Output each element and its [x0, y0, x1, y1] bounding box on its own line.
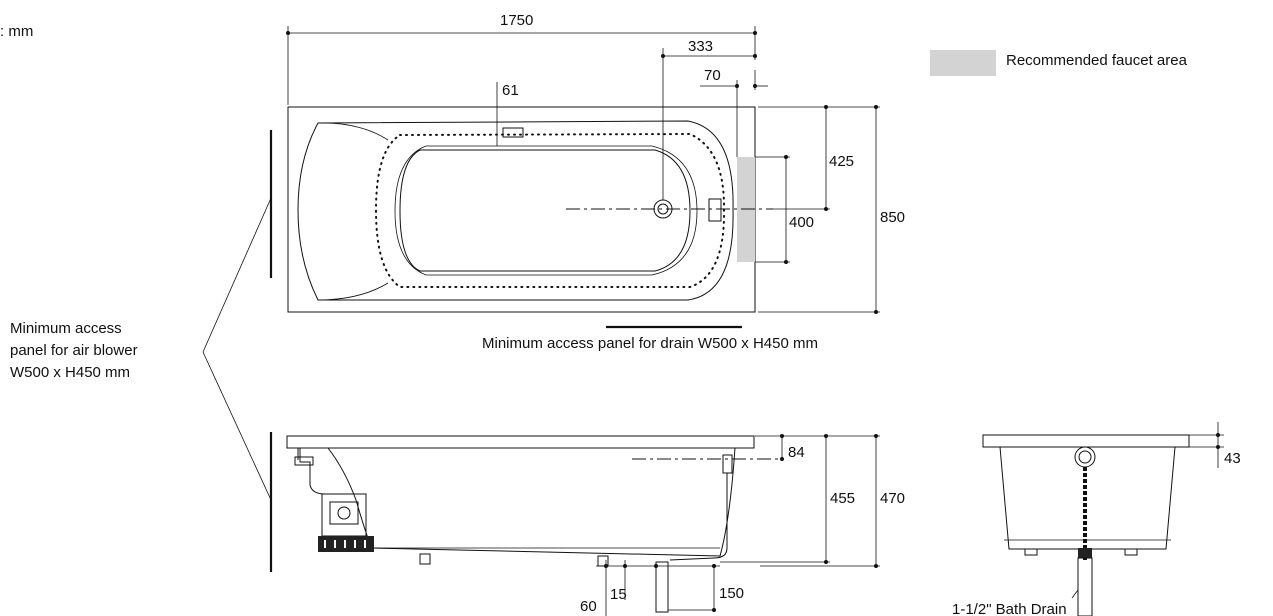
dim-rim-to-overflow: 84 — [788, 444, 805, 461]
unit-note: : mm — [0, 23, 33, 40]
bath-drain-note: 1-1/2" Bath Drain — [952, 601, 1067, 616]
plan-outer-rim — [287, 106, 756, 313]
legend-label: Recommended faucet area — [1006, 52, 1188, 69]
air-blower-access-panel: Minimum access panel for air blower W500… — [10, 130, 273, 572]
end-drain-pipe — [1077, 557, 1093, 616]
air-blower-note-line3: W500 x H450 mm — [10, 364, 130, 381]
dim-drain-offset: 333 — [688, 38, 713, 55]
end-rim — [982, 434, 1190, 448]
plan-control-fixture — [708, 198, 722, 222]
side-rim — [286, 435, 755, 449]
drain-panel-note: Minimum access panel for drain W500 x H4… — [482, 335, 818, 352]
side-dimensions: 84 455 470 60 15 150 — [580, 434, 905, 616]
faucet-area — [737, 157, 755, 262]
dim-faucet-area-width: 400 — [789, 214, 814, 231]
dim-half-width: 425 — [829, 153, 854, 170]
plan-shell-outline — [297, 120, 734, 301]
drain-access-panel: Minimum access panel for drain W500 x H4… — [482, 325, 818, 352]
end-elevation: 1-1/2" Bath Drain 43 — [952, 422, 1241, 616]
air-blower-note-line2: panel for air blower — [10, 342, 138, 359]
plan-inner-basin — [399, 149, 691, 272]
dim-foot-spacing: 15 — [610, 586, 627, 603]
dim-drain-clearance: 150 — [719, 585, 744, 602]
dim-foot-inset: 60 — [580, 598, 597, 615]
legend: Recommended faucet area — [930, 50, 1188, 76]
jet-ring — [374, 132, 726, 288]
drain-pipe — [655, 561, 669, 613]
legend-swatch — [930, 50, 996, 76]
side-elevation — [286, 435, 780, 613]
air-blower — [321, 493, 367, 537]
dim-faucet-offset: 70 — [704, 67, 721, 84]
dim-rim-thickness: 43 — [1224, 450, 1241, 467]
side-body — [327, 447, 736, 557]
dim-total-length: 1750 — [500, 12, 533, 29]
dim-depth-inner: 455 — [830, 490, 855, 507]
dim-overflow-offset: 61 — [502, 82, 519, 99]
dim-total-width: 850 — [880, 209, 905, 226]
dim-height-total: 470 — [880, 490, 905, 507]
overflow-fixture — [502, 127, 524, 138]
plan-view — [287, 106, 773, 313]
air-blower-note-line1: Minimum access — [10, 320, 122, 337]
plan-dimensions: 1750 333 70 61 425 400 850 — [286, 12, 905, 314]
